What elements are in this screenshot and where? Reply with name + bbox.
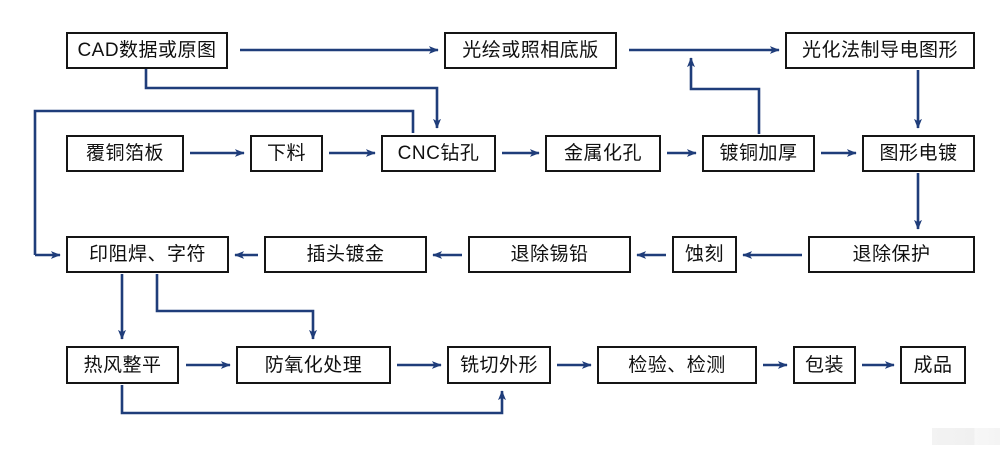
node-label: 检验、检测 [628, 354, 726, 376]
node-finished-product[interactable]: 成品 [900, 346, 966, 384]
node-etch[interactable]: 蚀刻 [672, 236, 737, 273]
node-strip-tin-lead[interactable]: 退除锡铅 [468, 236, 631, 273]
node-strip-resist[interactable]: 退除保护 [808, 236, 975, 273]
connector-leftbus-to-cnc [33, 109, 415, 255]
node-pth[interactable]: 金属化孔 [545, 135, 661, 172]
node-label: 铣切外形 [459, 354, 538, 376]
node-label: 热风整平 [83, 354, 162, 376]
node-label: 包装 [804, 354, 844, 376]
node-label: CAD数据或原图 [77, 40, 217, 61]
node-label: 成品 [913, 354, 953, 376]
node-label: CNC钻孔 [397, 143, 480, 164]
connector-solder-to-antiox [155, 274, 317, 340]
node-cut[interactable]: 下料 [250, 135, 323, 172]
node-label: 印阻焊、字符 [88, 244, 206, 265]
node-packaging[interactable]: 包装 [793, 346, 856, 384]
node-gold-finger[interactable]: 插头镀金 [264, 236, 427, 273]
node-label: 蚀刻 [684, 244, 724, 265]
node-label: 光绘或照相底版 [462, 40, 599, 61]
node-film[interactable]: 光绘或照相底版 [444, 32, 617, 69]
node-label: 覆铜箔板 [85, 143, 164, 164]
node-route-profile[interactable]: 铣切外形 [447, 346, 551, 384]
node-copper-thicken[interactable]: 镀铜加厚 [702, 135, 815, 172]
node-label: 下料 [266, 143, 306, 164]
node-cad[interactable]: CAD数据或原图 [66, 32, 228, 69]
connector-copper-to-filmline [687, 57, 761, 134]
node-inspection[interactable]: 检验、检测 [597, 346, 757, 384]
node-label: 图形电镀 [879, 143, 958, 164]
node-solder-mask[interactable]: 印阻焊、字符 [66, 236, 229, 273]
node-cnc[interactable]: CNC钻孔 [381, 135, 496, 172]
node-label: 金属化孔 [563, 143, 642, 164]
node-hasl[interactable]: 热风整平 [66, 346, 179, 384]
node-photoimage[interactable]: 光化法制导电图形 [785, 32, 975, 69]
node-label: 防氧化处理 [264, 354, 363, 376]
node-clad[interactable]: 覆铜箔板 [66, 135, 184, 172]
node-anti-oxidation[interactable]: 防氧化处理 [236, 346, 391, 384]
node-label: 插头镀金 [306, 244, 385, 265]
node-label: 退除保护 [852, 244, 931, 265]
connector-cad-to-cnc [144, 69, 441, 129]
connector-hasl-to-route-loop [120, 385, 506, 415]
node-pattern-plating[interactable]: 图形电镀 [862, 135, 975, 172]
watermark-bar [932, 428, 1000, 445]
node-label: 镀铜加厚 [719, 143, 798, 164]
node-label: 退除锡铅 [510, 244, 589, 265]
node-label: 光化法制导电图形 [801, 40, 958, 61]
